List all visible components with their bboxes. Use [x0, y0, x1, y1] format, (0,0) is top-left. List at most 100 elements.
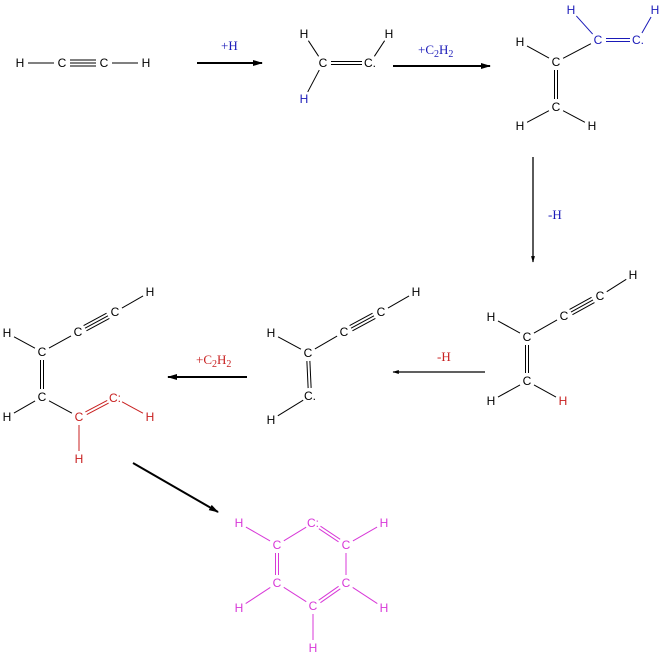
atom-h: H — [142, 56, 151, 70]
atom-c: C — [273, 538, 282, 552]
bond — [562, 110, 586, 123]
bond — [306, 360, 312, 389]
atom-c-radical: C. — [304, 389, 316, 403]
atom-c: C — [523, 374, 532, 388]
bond — [562, 43, 592, 59]
atom-c-radical: C. — [364, 56, 376, 70]
bond — [275, 553, 279, 575]
bond-line — [533, 384, 557, 398]
atom-h: H — [567, 3, 576, 17]
atom-h-removed: H — [559, 394, 568, 408]
atom-c: C — [38, 390, 47, 404]
atom-c: C — [75, 410, 84, 424]
bond-line — [320, 588, 341, 604]
reaction-arrow — [132, 462, 219, 513]
reagent-label: -H — [437, 349, 451, 364]
atom-c: C — [74, 325, 83, 339]
molecule-vinyl-radical: C C. H H H — [300, 27, 394, 106]
bond-line — [387, 295, 410, 309]
bond — [318, 585, 341, 604]
bond-line — [306, 361, 309, 389]
atom-h-added: H — [300, 92, 309, 106]
atom-h: H — [300, 27, 309, 41]
atom-c-radical: C: — [307, 516, 319, 530]
bond — [13, 336, 36, 349]
bond — [13, 400, 36, 414]
bond-line — [277, 336, 302, 350]
bond-line — [86, 402, 109, 416]
bond — [318, 525, 341, 543]
molecule-hexadienynyl-radical: C C H H C C H C C: H H — [3, 285, 155, 466]
atom-h: H — [235, 601, 244, 615]
bond — [314, 335, 338, 350]
bond — [70, 59, 96, 67]
atom-h: H — [412, 285, 421, 299]
bond — [121, 295, 144, 309]
molecule-butenynyl-radical: C C. H H C C H — [267, 285, 421, 427]
bond-line — [533, 319, 558, 334]
bond — [349, 312, 376, 332]
bond — [554, 70, 558, 99]
atom-h: H — [588, 119, 597, 133]
bond-line — [84, 315, 109, 329]
atom-h: H — [380, 516, 389, 530]
bond-line — [283, 526, 307, 542]
bond-line — [352, 586, 378, 605]
bond — [283, 586, 307, 603]
bond — [533, 384, 557, 398]
bond — [606, 38, 630, 42]
atom-c: C — [552, 100, 561, 114]
bond-line — [497, 384, 521, 398]
bond-line — [497, 320, 521, 334]
atom-h: H — [235, 516, 244, 530]
bond-line — [121, 295, 144, 309]
bond-line — [314, 335, 338, 350]
bond — [48, 400, 73, 414]
atom-h: H — [267, 326, 276, 340]
atom-h: H — [16, 56, 25, 70]
molecule-vinylacetylene: C C H H H C C H — [487, 268, 638, 408]
bond-line — [307, 69, 320, 93]
atom-h: H — [3, 326, 12, 340]
atom-c-radical: C: — [109, 391, 121, 405]
bond-line — [320, 525, 341, 540]
atom-c: C — [523, 330, 532, 344]
bond-line — [309, 360, 312, 388]
reagent-label: +H — [221, 38, 238, 53]
atom-c: C — [340, 325, 349, 339]
bond-line — [526, 110, 550, 123]
bond — [497, 384, 521, 398]
molecule-acetylene: H C C H — [16, 56, 151, 70]
bond — [533, 319, 558, 334]
bond-line — [572, 302, 595, 316]
atom-c: C — [342, 576, 351, 590]
bond-line — [349, 312, 373, 326]
bond-line — [86, 318, 110, 332]
bond — [331, 61, 362, 65]
bond-line — [575, 15, 594, 35]
atom-c: C — [304, 346, 313, 360]
bond-line — [48, 400, 73, 414]
bond — [48, 335, 72, 349]
atom-h: H — [267, 413, 276, 427]
bond — [569, 296, 595, 316]
bond — [307, 40, 320, 57]
bond-line — [606, 278, 627, 293]
molecule-butadienyl-radical: C C H H H C C. H H — [516, 3, 660, 133]
bond — [606, 278, 627, 293]
bond-line — [245, 586, 271, 605]
atom-h: H — [146, 410, 155, 424]
bond-line — [526, 45, 550, 59]
bond-line — [569, 296, 592, 310]
bond-line — [641, 16, 652, 34]
atom-h: H — [516, 119, 525, 133]
bond — [641, 16, 652, 34]
atom-c: C — [377, 305, 386, 319]
atom-h: H — [385, 27, 394, 41]
bond-line — [373, 40, 386, 57]
atom-h: H — [146, 285, 155, 299]
reagent-label: +C2H2 — [418, 42, 453, 60]
atom-c: C — [342, 538, 351, 552]
bond — [352, 586, 378, 605]
